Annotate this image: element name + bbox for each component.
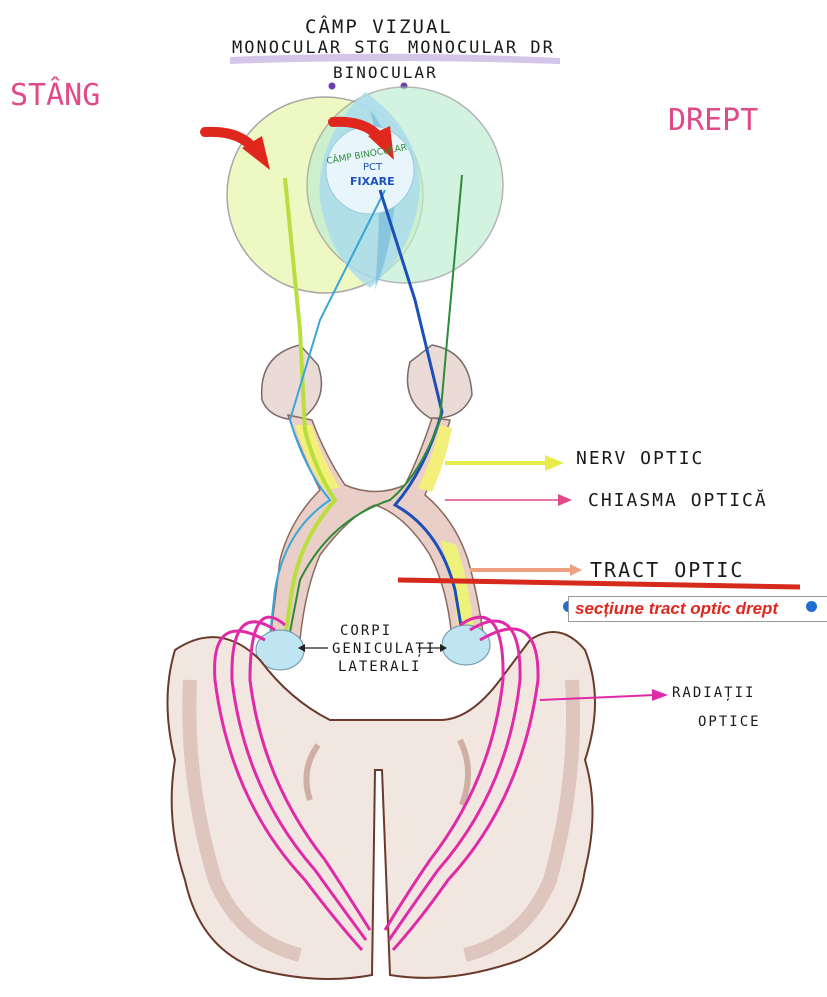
red-arrow-left xyxy=(200,126,270,170)
brain-shading-right xyxy=(463,679,581,962)
tract-right-yellow xyxy=(440,540,474,635)
geniculati-label: GENICULAȚI xyxy=(332,641,437,657)
radiatii-label: RADIAȚII xyxy=(672,685,756,701)
right-side-label: DREPT xyxy=(668,103,759,138)
arrow-nerv-optic xyxy=(445,455,564,471)
section-annotation-box[interactable]: secțiune tract optic drept xyxy=(568,596,827,622)
optice-label: OPTICE xyxy=(698,714,761,730)
arrow-radiatii xyxy=(539,689,668,701)
optic-structure xyxy=(269,413,485,641)
lgn-right xyxy=(441,624,491,666)
annotation-handle-right[interactable] xyxy=(806,601,817,612)
visual-field-title: CÂMP VIZUAL xyxy=(305,16,453,38)
fiber-green xyxy=(289,174,463,633)
section-annotation-text: secțiune tract optic drept xyxy=(575,599,779,618)
monocular-left-label: MONOCULAR STG xyxy=(232,38,392,58)
brain-shading-left xyxy=(182,679,302,962)
brain-ventricle-left xyxy=(303,743,321,801)
corpi-label: CORPI xyxy=(340,623,393,639)
arrow-lgn-left xyxy=(298,644,328,652)
optic-radiations xyxy=(213,615,540,952)
binocular-label: BINOCULAR xyxy=(333,63,438,82)
fixare-label: FIXARE xyxy=(350,175,395,188)
optic-nerve-right-yellow xyxy=(418,425,452,492)
left-side-label: STÂNG xyxy=(10,78,101,113)
pct-label: PCT xyxy=(363,162,383,173)
header-underline xyxy=(230,53,560,64)
chiasma-optica-label: CHIASMA OPTICĂ xyxy=(588,490,768,511)
fiber-blue-light xyxy=(269,189,386,636)
right-eyeball xyxy=(406,344,473,419)
fiber-left-yellowgreen xyxy=(283,177,338,633)
brain-outline xyxy=(166,631,596,980)
tract-optic-label: TRACT OPTIC xyxy=(590,558,745,582)
left-eyeball xyxy=(260,344,323,421)
binocular-mark-left xyxy=(328,82,336,90)
red-arrow-right xyxy=(328,116,394,160)
laterali-label: LATERALI xyxy=(338,659,422,675)
nerv-optic-label: NERV OPTIC xyxy=(576,448,705,469)
arrow-tract xyxy=(470,564,582,576)
section-cut-line xyxy=(397,577,801,590)
monocular-right-label: MONOCULAR DR xyxy=(408,38,555,58)
arrow-chiasma xyxy=(445,494,572,506)
brain-ventricle-right xyxy=(457,738,472,807)
arrow-lgn-right xyxy=(418,644,447,652)
